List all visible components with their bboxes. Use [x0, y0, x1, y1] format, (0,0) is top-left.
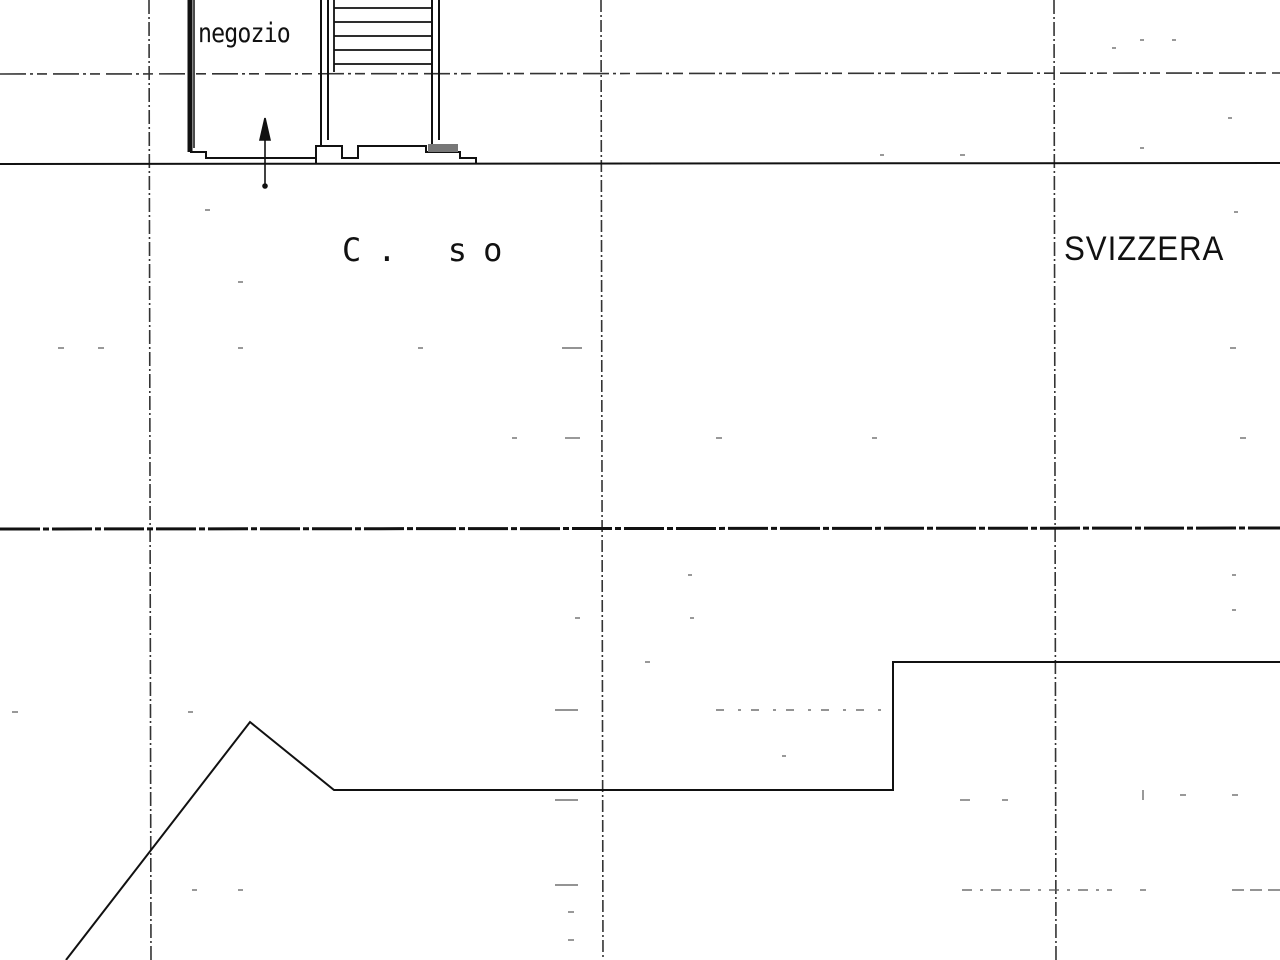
staircase: [333, 0, 432, 72]
street-edge-line: [0, 162, 1280, 165]
street-name-prefix: C. so: [342, 231, 519, 269]
building-line-top: [0, 72, 1280, 75]
construction-marks: [12, 39, 1280, 941]
shop-label: negozio: [198, 18, 291, 49]
boundary-profile: [65, 661, 1280, 960]
grid-horizontal-lines: [0, 72, 1280, 531]
shop-front: [190, 145, 330, 159]
entry-steps: [315, 145, 477, 164]
building-fragment: [187, 0, 477, 189]
grid-line-v2: [600, 0, 604, 960]
grid-line-v3: [1053, 0, 1057, 960]
grid-line-v1: [148, 0, 152, 960]
street-name-label: SVIZZERA: [1064, 230, 1225, 268]
entrance-arrow-icon: [258, 117, 272, 189]
grid-vertical-lines: [148, 0, 1057, 960]
street-axis-line: [0, 526, 1280, 531]
